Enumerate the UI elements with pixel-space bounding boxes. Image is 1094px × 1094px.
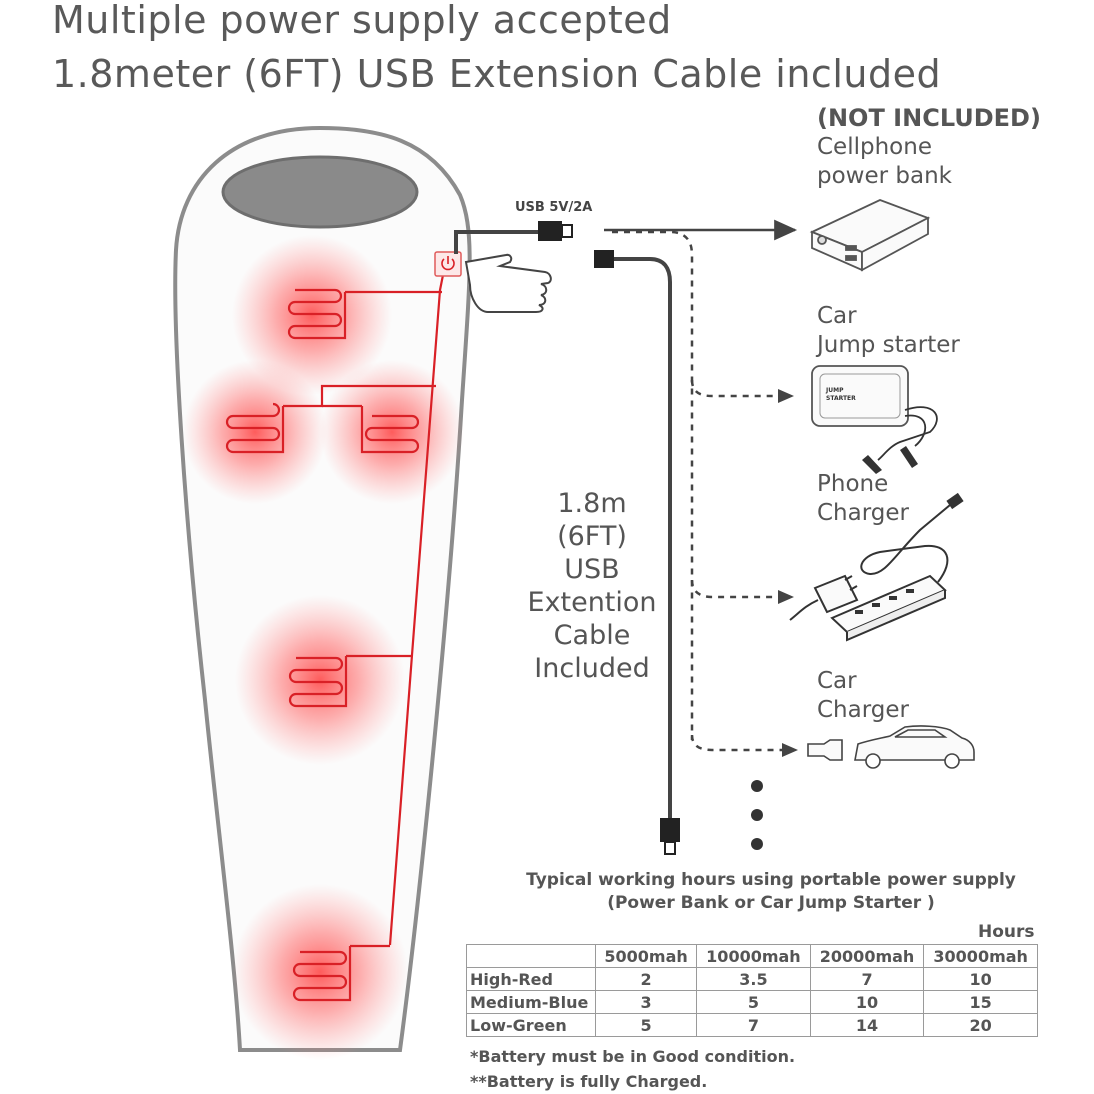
table-row: High-Red 2 3.5 7 10 <box>466 967 1038 991</box>
hours-table: 5000mah 10000mah 20000mah 30000mah High-… <box>466 944 1038 1037</box>
table-unit: Hours <box>978 922 1035 942</box>
table-cell: 14 <box>809 1013 925 1037</box>
table-row: Medium-Blue 3 5 10 15 <box>466 990 1038 1014</box>
phone-charger-label-1: Phone <box>817 471 889 497</box>
table-title: Typical working hours using portable pow… <box>526 870 1016 890</box>
dashed-connections <box>612 230 784 752</box>
table-subtitle: (Power Bank or Car Jump Starter ) <box>607 893 935 913</box>
device-text-1: JUMP <box>826 387 844 394</box>
power-button <box>434 251 462 277</box>
headline-line-1: Multiple power supply accepted <box>52 0 672 42</box>
cable-label-line: Cable <box>553 620 631 651</box>
table-cell: 10 <box>809 990 925 1014</box>
jump-starter-device-text: JUMP STARTER <box>826 387 856 403</box>
jump-starter-label-1: Car <box>817 303 857 329</box>
jump-starter-label-2: Jump starter <box>817 332 960 358</box>
car-charger-label-1: Car <box>817 668 857 694</box>
power-bank-icon <box>809 199 931 272</box>
column-header: 20000mah <box>809 944 925 968</box>
car-charger-label-2: Charger <box>817 697 909 723</box>
more-dots <box>751 780 763 850</box>
table-cell: 2 <box>594 967 698 991</box>
phone-charger-icon <box>789 492 964 642</box>
bag-cable <box>454 230 540 254</box>
row-label: Low-Green <box>466 1013 596 1037</box>
table-cell: 7 <box>696 1013 811 1037</box>
power-bank-label-2: power bank <box>817 163 952 189</box>
usb-spec-label: USB 5V/2A <box>515 200 593 215</box>
column-header: 10000mah <box>696 944 811 968</box>
not-included-note: (NOT INCLUDED) <box>817 104 1041 132</box>
jump-starter-icon <box>811 365 938 474</box>
power-bank-label-1: Cellphone <box>817 134 932 160</box>
heat-glows <box>183 235 464 1060</box>
row-label: High-Red <box>466 967 596 991</box>
pointing-hand-icon <box>464 253 552 313</box>
table-cell: 3 <box>594 990 698 1014</box>
table-cell: 20 <box>923 1013 1038 1037</box>
table-row: Low-Green 5 7 14 20 <box>466 1013 1038 1037</box>
extension-cable-label: 1.8m (6FT) USB Extention Cable Included <box>507 487 677 685</box>
column-header: 5000mah <box>594 944 698 968</box>
heating-wires <box>225 264 447 1002</box>
device-text-2: STARTER <box>826 395 856 402</box>
table-header-row: 5000mah 10000mah 20000mah 30000mah <box>466 944 1038 968</box>
cable-label-line: USB <box>564 554 620 585</box>
row-label: Medium-Blue <box>466 990 596 1014</box>
hood-opening <box>221 155 419 229</box>
table-cell: 5 <box>696 990 811 1014</box>
car-icon <box>807 725 975 769</box>
table-corner-cell <box>466 944 596 968</box>
phone-charger-label-2: Charger <box>817 500 909 526</box>
table-cell: 7 <box>809 967 925 991</box>
table-cell: 5 <box>594 1013 698 1037</box>
cable-label-line: (6FT) <box>557 521 627 552</box>
cable-label-line: Included <box>534 653 650 684</box>
cable-label-line: Extention <box>527 587 657 618</box>
table-cell: 10 <box>923 967 1038 991</box>
battery-note-1: *Battery must be in Good condition. <box>470 1047 796 1066</box>
headline-line-2: 1.8meter (6FT) USB Extension Cable inclu… <box>52 52 942 96</box>
usb-plug-bag <box>538 221 573 241</box>
table-cell: 3.5 <box>696 967 811 991</box>
cable-label-line: 1.8m <box>557 488 627 519</box>
arrow-heads <box>778 389 798 757</box>
extension-cable <box>594 250 680 855</box>
table-cell: 15 <box>923 990 1038 1014</box>
column-header: 30000mah <box>923 944 1038 968</box>
battery-note-2: **Battery is fully Charged. <box>470 1072 708 1091</box>
table-heading: Typical working hours using portable pow… <box>468 869 1074 915</box>
